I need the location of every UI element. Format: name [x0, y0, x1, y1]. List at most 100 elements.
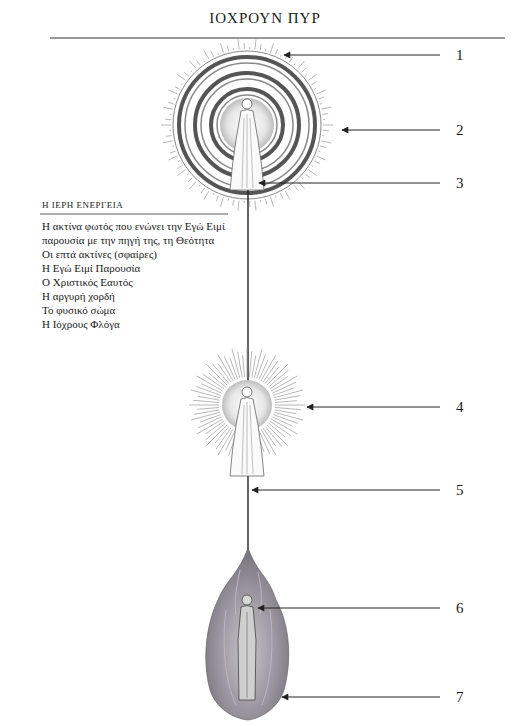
ray — [275, 49, 277, 55]
christ-self-figure — [230, 387, 264, 476]
ray — [172, 145, 174, 147]
ray — [228, 199, 229, 201]
ray — [163, 141, 173, 143]
ray — [227, 45, 228, 51]
ray — [323, 130, 329, 131]
ray — [302, 178, 303, 179]
callout-arrow — [258, 608, 440, 609]
ray — [320, 103, 322, 105]
ray — [280, 193, 283, 198]
ray — [289, 188, 290, 190]
callout-arrows — [252, 55, 440, 697]
ray — [191, 412, 220, 420]
ray — [232, 349, 240, 378]
ray — [199, 185, 200, 187]
ray — [206, 423, 226, 440]
callout-number: 6 — [456, 600, 464, 617]
ray — [244, 43, 245, 49]
ray — [323, 119, 325, 120]
callout-arrow — [259, 183, 440, 184]
ray — [323, 125, 333, 126]
ray — [271, 419, 297, 434]
key-entry: Η ακτίνα φωτός που ενώνει την Εγώ Ειμί π… — [42, 219, 240, 247]
callout-number: 5 — [456, 482, 464, 499]
ray — [260, 200, 261, 202]
ray — [168, 90, 177, 94]
ray — [243, 355, 245, 377]
ray — [261, 355, 276, 381]
ray — [311, 165, 313, 166]
callout-arrow — [282, 697, 440, 698]
ray — [305, 75, 307, 76]
callout-number: 2 — [456, 122, 464, 139]
seven-spheres — [173, 51, 321, 199]
ray — [168, 156, 177, 160]
ray — [166, 135, 172, 137]
ray — [230, 358, 238, 379]
key-heading: Η ΙΕΡΗ ΕΝΕΡΓΕΙΑ — [42, 200, 123, 210]
callout-number: 3 — [456, 175, 464, 192]
ray — [316, 90, 325, 94]
ray — [170, 114, 172, 115]
ray — [302, 68, 306, 72]
ray — [263, 361, 278, 382]
ray — [216, 195, 218, 201]
ray — [275, 396, 301, 401]
ray — [161, 125, 171, 126]
ray — [270, 197, 273, 207]
ray — [169, 130, 171, 131]
ray — [220, 43, 223, 53]
ray — [267, 364, 288, 385]
ray — [260, 44, 261, 50]
ray — [316, 156, 325, 160]
ray — [177, 74, 185, 80]
flame-tongues — [224, 570, 272, 705]
key-entry: Η Ιόχρους Φλόγα — [42, 317, 240, 331]
callout-arrow — [307, 407, 440, 408]
ray — [270, 421, 291, 436]
title-rule — [50, 38, 505, 39]
ray — [285, 191, 290, 200]
ray — [255, 201, 256, 211]
ray — [238, 352, 243, 378]
ray — [270, 43, 273, 53]
callout-arrow — [342, 130, 440, 131]
ray — [197, 376, 223, 391]
ray — [206, 364, 227, 385]
ray — [201, 188, 204, 193]
ray — [275, 405, 305, 406]
light-rays — [161, 39, 333, 210]
ray — [203, 374, 224, 389]
ray — [177, 165, 182, 168]
ray — [273, 388, 294, 396]
ray — [267, 425, 288, 446]
ray — [197, 407, 219, 409]
ray — [188, 178, 192, 182]
key-entry: Η αργυρή χορδή — [42, 289, 240, 303]
ray — [244, 201, 245, 203]
ray — [168, 102, 174, 104]
violet-flame — [206, 548, 289, 720]
ray — [265, 426, 282, 446]
physical-body-figure — [238, 595, 256, 700]
ray — [298, 61, 305, 68]
ray — [184, 72, 189, 76]
ray — [308, 74, 316, 80]
ray — [275, 401, 297, 403]
ray — [314, 161, 319, 164]
ray — [212, 193, 214, 195]
ray — [322, 113, 328, 115]
ray — [187, 174, 189, 175]
ray — [174, 98, 176, 100]
ray — [289, 57, 292, 62]
ray — [197, 60, 201, 65]
ray — [321, 141, 331, 143]
ray — [249, 201, 250, 207]
callout-number: 7 — [456, 689, 464, 706]
ray — [189, 405, 219, 406]
ray — [189, 61, 196, 68]
ray — [218, 429, 233, 455]
ray — [220, 197, 223, 207]
ray — [280, 55, 282, 57]
ray — [216, 428, 231, 449]
